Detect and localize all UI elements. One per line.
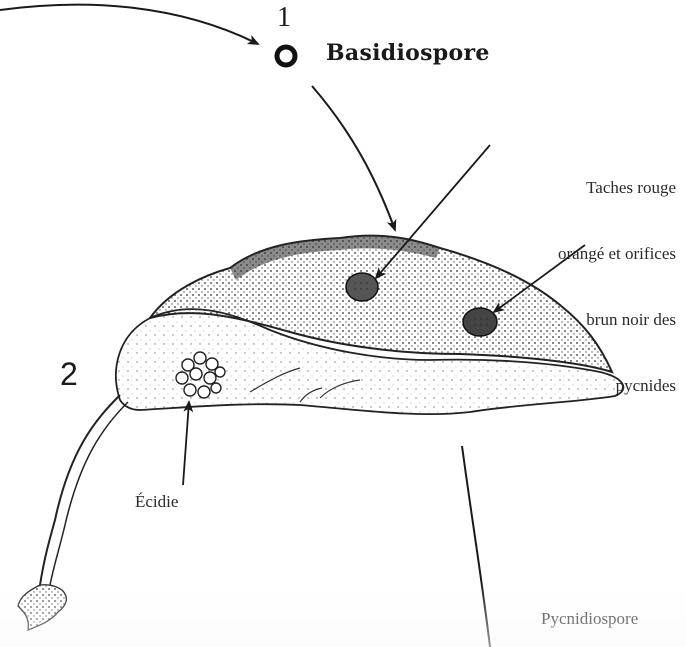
pycnidia-spot (346, 273, 378, 301)
stage-number-1: 1 (277, 2, 291, 34)
basidiospore-label: Basidiospore (326, 40, 490, 66)
arrow-to-pycnidiospore (462, 446, 490, 647)
leaf-petiole (18, 395, 128, 630)
stage-number-2: 2 (60, 356, 78, 393)
aecidium-label: Écidie (135, 492, 178, 512)
pycnidiospore-label: Pycnidiospore (541, 609, 638, 629)
pycnidia-label-line: brun noir des (470, 309, 676, 331)
cycle-arrow-to-basidiospore (0, 5, 258, 44)
pycnidia-label-line: orangé et orifices (470, 243, 676, 265)
pycnidia-spots-label: Taches rouge orangé et orifices brun noi… (470, 133, 676, 419)
pycnidia-label-line: pycnides (470, 375, 676, 397)
basidiospore-icon (277, 47, 295, 65)
arrow-to-aecidium (183, 402, 189, 485)
pycnidia-label-line: Taches rouge (470, 177, 676, 199)
arrow-basidiospore-to-leaf (312, 86, 395, 230)
